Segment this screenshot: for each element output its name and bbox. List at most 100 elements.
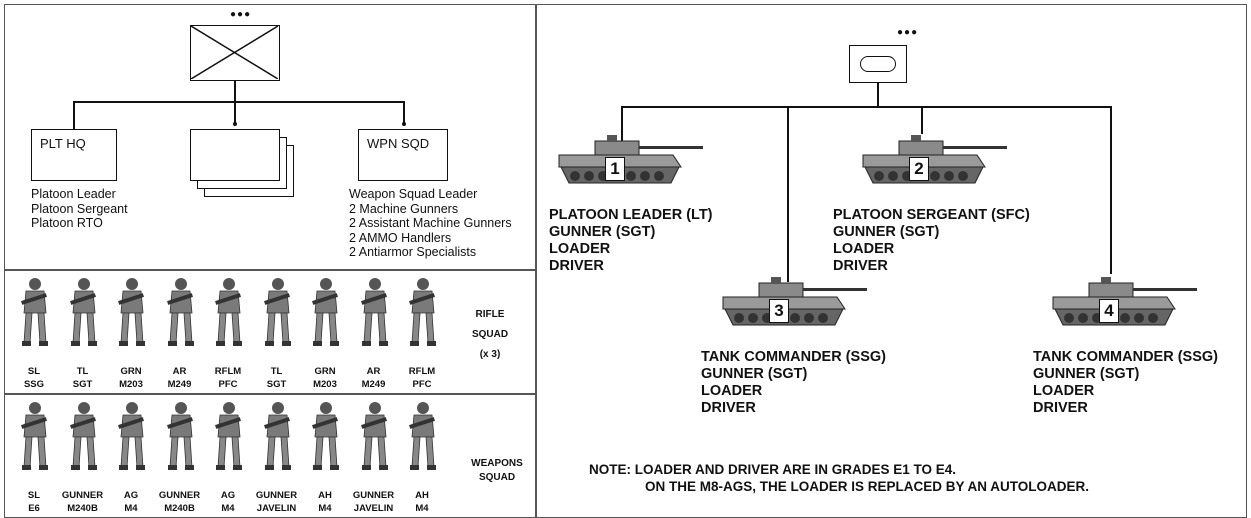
soldier-label: GRN M203 (108, 365, 154, 391)
tank-2: 2 (859, 133, 1009, 196)
soldier-figure-icon (69, 278, 97, 346)
soldier-role: GUNNER (255, 490, 298, 501)
connector (921, 106, 923, 134)
armor-note: NOTE: LOADER AND DRIVER ARE IN GRADES E1… (589, 461, 1089, 495)
soldier-grade: M4 (124, 503, 138, 514)
note-line2: ON THE M8-AGS, THE LOADER IS REPLACED BY… (645, 479, 1090, 494)
connector (73, 101, 405, 103)
soldier-figure-icon (312, 278, 339, 346)
tank-2-crew: PLATOON SERGEANT (SFC) GUNNER (SGT) LOAD… (833, 207, 1030, 274)
soldier-figure-icon (312, 402, 339, 470)
soldier-figure-icon (409, 402, 436, 470)
wpn-sqd-members: Weapon Squad Leader 2 Machine Gunners 2 … (349, 187, 512, 259)
wpn-sqd-label: WPN SQD (367, 136, 430, 151)
soldier-grade: PFC (412, 379, 432, 390)
soldier-figure (308, 277, 344, 352)
soldier-grade: M240B (67, 503, 98, 514)
soldier-label: TL SGT (254, 365, 300, 391)
soldier-figure (357, 277, 393, 352)
soldier-figure (114, 277, 150, 352)
soldier-role: TL (76, 366, 89, 377)
tank-icon (1052, 277, 1197, 326)
connector (403, 101, 405, 123)
soldier-grade: M203 (119, 379, 143, 390)
soldier-figure-icon (215, 402, 242, 470)
soldier-grade: M249 (167, 379, 192, 390)
soldier-role: AH (318, 490, 332, 501)
soldier-figure (405, 401, 441, 476)
tank-icon (862, 135, 1007, 184)
connector (234, 81, 236, 101)
soldier-label: AH M4 (399, 489, 445, 515)
soldier-label: SL SSG (11, 365, 57, 391)
soldier-label: GUNNER JAVELIN (254, 489, 300, 515)
squad-box (190, 129, 280, 181)
soldier-figure-icon (118, 402, 145, 470)
soldier-figure-icon (166, 402, 194, 470)
tank-1-crew: PLATOON LEADER (LT) GUNNER (SGT) LOADER … (549, 207, 713, 274)
soldier-figure (357, 401, 393, 476)
infantry-unit-symbol (190, 25, 280, 81)
soldier-grade: SGT (72, 379, 93, 390)
soldier-label: AR M249 (351, 365, 397, 391)
soldier-role: AG (220, 490, 236, 501)
tank-3: 3 (719, 275, 869, 338)
soldier-figure-icon (360, 402, 388, 470)
soldier-figure-icon (263, 402, 291, 470)
soldier-figure (211, 277, 247, 352)
infantry-org-panel: ●●● PLT HQ WPN SQD Platoon Leader Platoo… (4, 4, 536, 270)
soldier-label: TL SGT (60, 365, 106, 391)
plt-hq-box: PLT HQ (31, 129, 117, 181)
tank-icon (558, 135, 703, 184)
soldier-figure (308, 401, 344, 476)
soldier-role: GUNNER (352, 490, 395, 501)
soldier-figure (17, 401, 53, 476)
connector-dot (233, 122, 237, 126)
soldier-role: AH (415, 490, 429, 501)
soldier-figure (260, 401, 296, 476)
soldier-role: GUNNER (61, 490, 104, 501)
connector (621, 106, 1112, 108)
infantry-cross-icon (191, 26, 278, 79)
tank-1: 1 (555, 133, 705, 196)
soldier-role: GRN (120, 366, 142, 377)
tank-number: 3 (769, 299, 789, 323)
soldier-grade: SSG (23, 379, 45, 390)
platoon-size-dots: ●●● (230, 9, 252, 20)
soldier-figure (163, 277, 199, 352)
platoon-size-dots: ●●● (897, 27, 919, 38)
soldier-figure (405, 277, 441, 352)
weapons-label-line1: WEAPONS (471, 458, 523, 469)
soldier-figure (66, 401, 102, 476)
rifle-squad-label: RIFLE SQUAD (x 3) (465, 305, 515, 365)
connector (234, 101, 236, 123)
soldier-figure-icon (21, 278, 48, 346)
rifle-label-line3: (x 3) (479, 349, 501, 360)
note-line1: NOTE: LOADER AND DRIVER ARE IN GRADES E1… (589, 462, 957, 477)
soldier-role: TL (270, 366, 283, 377)
soldier-grade: JAVELIN (256, 503, 297, 514)
soldier-grade: M249 (361, 379, 386, 390)
tank-icon (722, 277, 867, 326)
tank-number: 4 (1099, 299, 1119, 323)
soldier-role: SL (27, 366, 41, 377)
soldier-figure-icon (118, 278, 145, 346)
connector (73, 101, 75, 131)
connector (877, 83, 879, 107)
tank-4: 4 (1049, 275, 1199, 338)
weapons-squad-label: WEAPONS SQUAD (465, 457, 529, 485)
soldier-grade: M4 (415, 503, 429, 514)
soldier-role: GUNNER (158, 490, 201, 501)
soldier-grade: SGT (266, 379, 287, 390)
armor-org-panel: ●●● 1 2 3 4 PLATOON LEADER (LT) GUNNER (SGT… (536, 4, 1247, 518)
soldier-role: AR (366, 366, 381, 377)
